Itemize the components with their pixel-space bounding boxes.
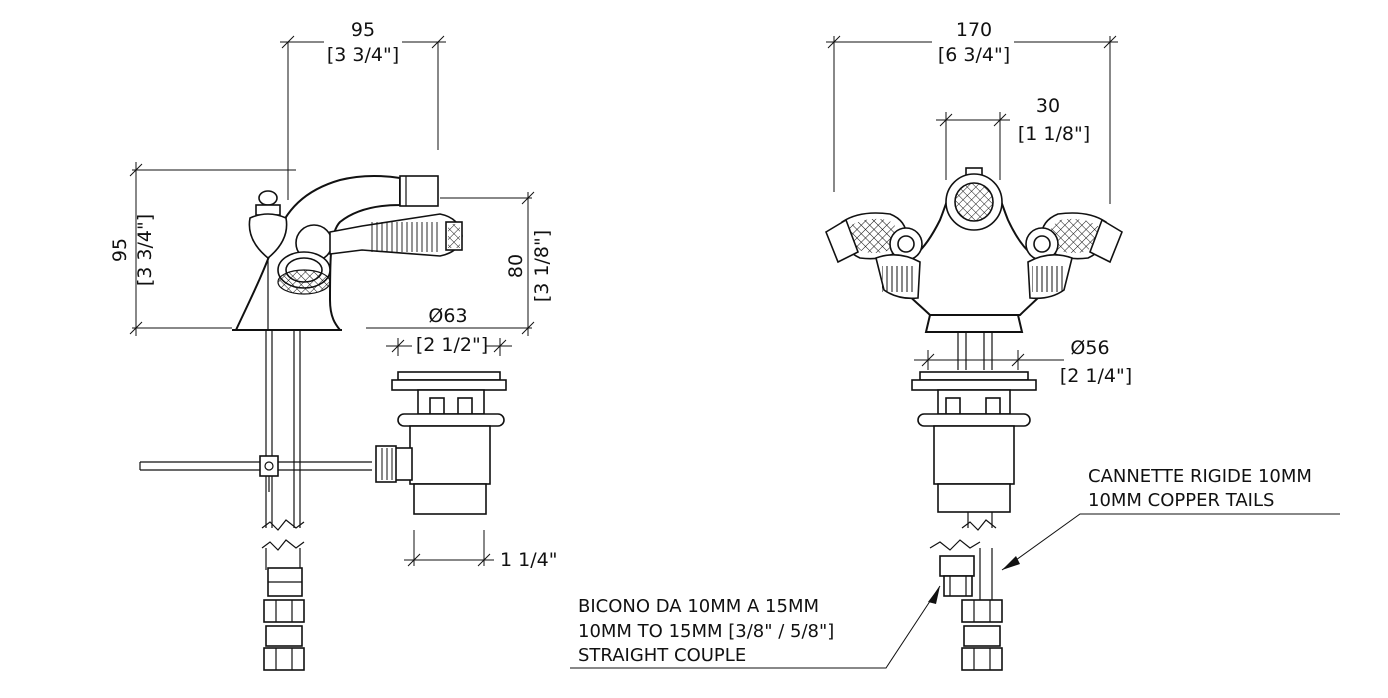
side-lever-handle <box>295 213 463 262</box>
side-popup-knob <box>248 190 288 330</box>
waste-dia-in: [2 1/2"] <box>416 334 488 356</box>
side-couplings <box>263 567 305 671</box>
tails-note-line1: CANNETTE RIGIDE 10MM <box>1088 466 1312 487</box>
side-tails <box>261 330 305 570</box>
spout-height-in: [3 1/8"] <box>531 230 553 302</box>
tails-note-line2: 10MM COPPER TAILS <box>1088 490 1274 511</box>
front-waste-assembly <box>911 371 1037 531</box>
couple-note-line3: STRAIGHT COUPLE <box>578 645 746 666</box>
base-dia-mm: Ø56 <box>1070 337 1109 359</box>
front-right-handle <box>1025 212 1123 300</box>
spout-height-mm: 80 <box>505 254 527 278</box>
couple-note-line1: BICONO DA 10MM A 15MM <box>578 596 819 617</box>
side-waste-assembly <box>375 371 507 515</box>
annotations: CANNETTE RIGIDE 10MM 10MM COPPER TAILS B… <box>570 466 1340 669</box>
side-height-mm: 95 <box>109 238 131 262</box>
front-tap-body <box>878 181 1070 316</box>
base-dia-in: [2 1/4"] <box>1060 365 1132 387</box>
thread-size: 1 1/4" <box>500 549 557 571</box>
front-couplings <box>929 539 1003 671</box>
side-width-in: [3 3/4"] <box>327 44 399 66</box>
nozzle-in: [1 1/8"] <box>1018 123 1090 145</box>
side-dimensions <box>129 35 535 567</box>
side-view: 95 [3 3/4"] 95 [3 3/4"] 80 [3 1/8"] Ø63 … <box>109 19 557 671</box>
side-swivel-ring <box>277 251 331 295</box>
side-height-in: [3 3/4"] <box>134 214 156 286</box>
front-dimensions <box>826 35 1118 370</box>
side-width-mm: 95 <box>351 19 375 41</box>
waste-dia-mm: Ø63 <box>428 305 467 327</box>
front-aerator <box>945 167 1003 231</box>
nozzle-mm: 30 <box>1036 95 1060 117</box>
front-view: 170 [6 3/4"] 30 [1 1/8"] Ø56 [2 1/4"] <box>825 19 1132 671</box>
front-width-in: [6 3/4"] <box>938 44 1010 66</box>
front-left-handle <box>825 212 923 300</box>
front-width-mm: 170 <box>956 19 992 41</box>
couple-note-line2: 10MM TO 15MM [3/8" / 5/8"] <box>578 621 834 642</box>
